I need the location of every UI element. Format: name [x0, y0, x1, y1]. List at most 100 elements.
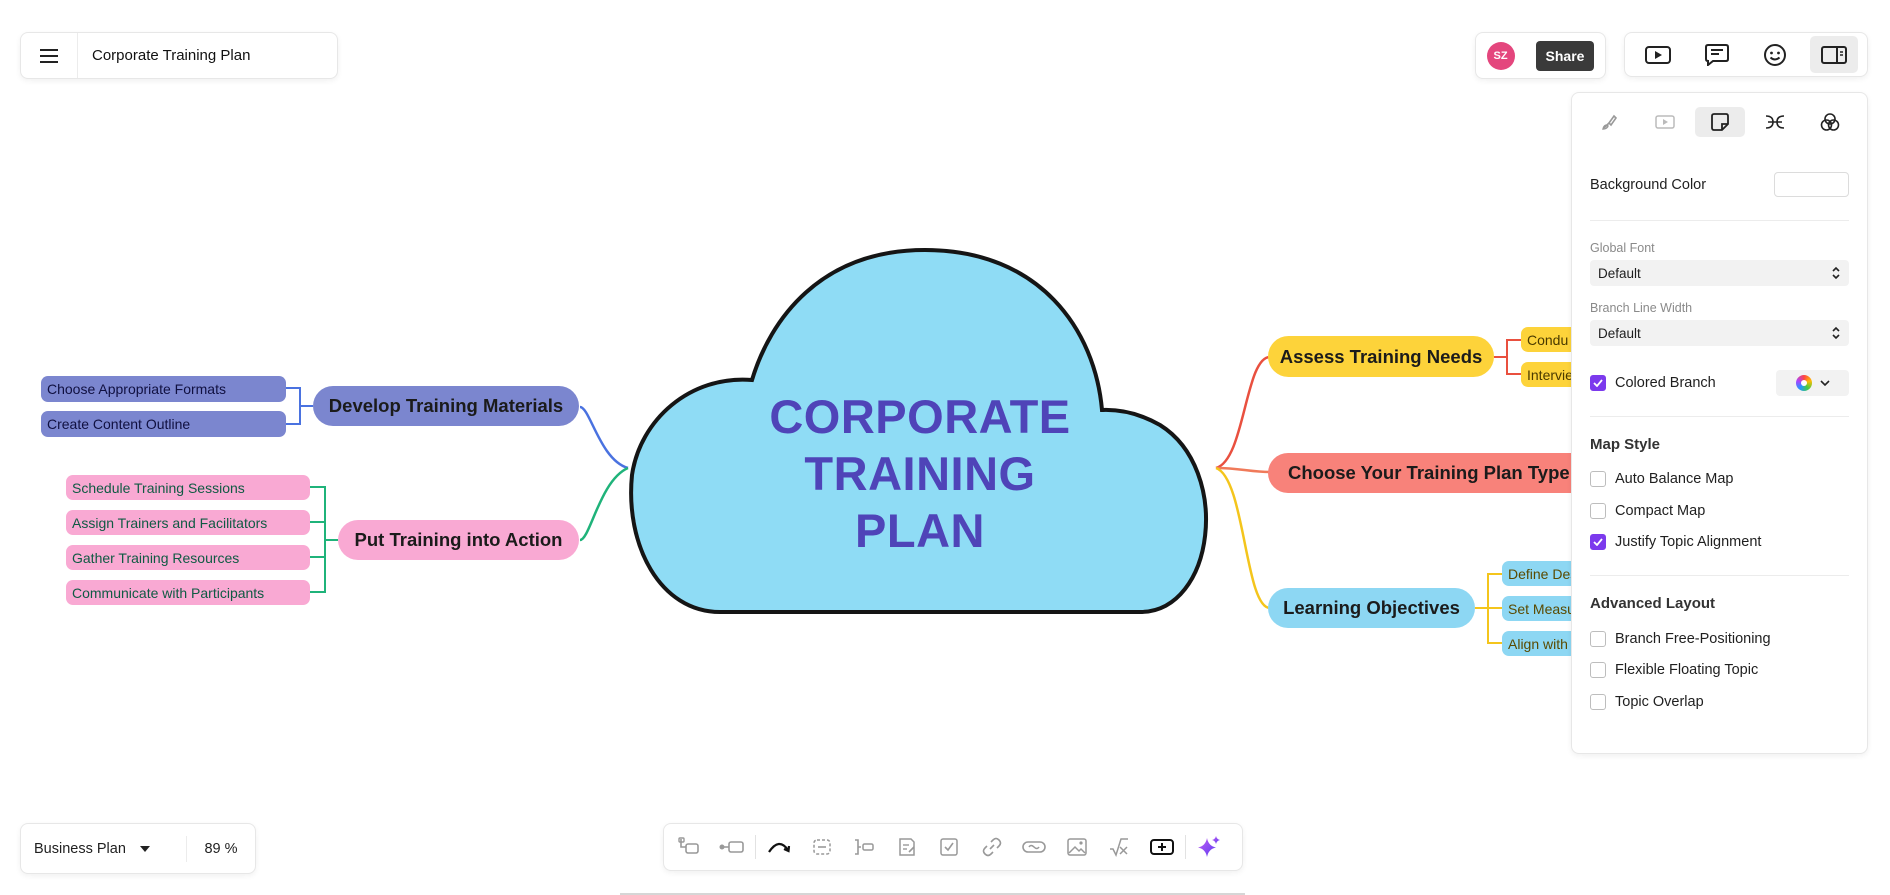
topic-label: Learning Objectives: [1283, 597, 1460, 618]
summary-icon: [855, 839, 874, 855]
map-style-title: Map Style: [1590, 436, 1661, 453]
template-select[interactable]: Business Plan: [21, 835, 187, 862]
panel-toggle-button[interactable]: [1809, 36, 1858, 73]
tab-slideshow[interactable]: [1640, 107, 1690, 137]
auto-balance-map-option[interactable]: Auto Balance Map: [1590, 471, 1734, 487]
compact-map-checkbox[interactable]: [1590, 503, 1606, 519]
colored-branch-option[interactable]: Colored Branch: [1590, 375, 1716, 391]
topic-label: Assess Training Needs: [1279, 345, 1483, 367]
present-button[interactable]: [1634, 36, 1682, 73]
subtopic-label: Condu: [1527, 331, 1569, 348]
emoji-button[interactable]: [1751, 36, 1799, 73]
subtopic-gather-resources[interactable]: Gather Training Resources: [66, 545, 310, 570]
subtopic-schedule-training-sessions[interactable]: Schedule Training Sessions: [66, 475, 310, 500]
outline-button[interactable]: [1693, 36, 1741, 73]
option-label: Justify Topic Alignment: [1615, 534, 1762, 550]
boundary-button[interactable]: [801, 828, 844, 866]
branch-color-picker[interactable]: [1776, 370, 1849, 396]
present-icon: [1645, 45, 1672, 64]
note-button[interactable]: [886, 828, 929, 866]
branch-free-positioning-checkbox[interactable]: [1590, 631, 1606, 647]
insert-child-topic-button[interactable]: [711, 828, 754, 866]
subtopic-create-content-outline[interactable]: Create Content Outline: [41, 411, 286, 437]
tab-canvas-format[interactable]: [1694, 107, 1745, 137]
subtopic-label: Assign Trainers and Facilitators: [72, 514, 268, 531]
top-tools-bar: [1624, 32, 1868, 77]
ai-assist-button[interactable]: [1188, 828, 1231, 866]
connector-assess-subs: [1494, 339, 1521, 375]
image-button[interactable]: [1056, 828, 1099, 866]
topic-label: Develop Training Materials: [328, 395, 564, 416]
topic-choose-training-plan-type[interactable]: Choose Your Training Plan Type: [1268, 453, 1576, 493]
share-bar: SZ Share: [1475, 32, 1606, 79]
subtopic-label: Define Des: [1508, 565, 1577, 582]
central-topic-cloud[interactable]: [629, 247, 1208, 614]
task-checkbox-icon: [940, 838, 958, 856]
justify-topic-alignment-checkbox[interactable]: [1590, 534, 1606, 550]
justify-topic-alignment-option[interactable]: Justify Topic Alignment: [1590, 534, 1761, 550]
topic-develop-training-materials[interactable]: Develop Training Materials: [313, 386, 579, 426]
divider: [1590, 416, 1849, 417]
branch-free-positioning-option[interactable]: Branch Free-Positioning: [1590, 631, 1771, 647]
share-button[interactable]: Share: [1535, 40, 1595, 71]
colored-branch-row: Colored Branch: [1590, 370, 1849, 396]
background-color-label: Background Color: [1590, 176, 1707, 193]
document-bar: Corporate Training Plan: [20, 32, 338, 79]
topic-overlap-option[interactable]: Topic Overlap: [1590, 694, 1704, 710]
connector-develop-subs: [286, 387, 313, 425]
checkmark-icon: [1593, 379, 1603, 387]
bottom-edge-line: [620, 893, 1245, 895]
auto-balance-map-checkbox[interactable]: [1590, 471, 1606, 487]
summary-button[interactable]: [843, 828, 886, 866]
colored-branch-label: Colored Branch: [1615, 375, 1716, 391]
topic-learning-objectives[interactable]: Learning Objectives: [1268, 588, 1475, 628]
topic-put-training-into-action[interactable]: Put Training into Action: [338, 520, 579, 560]
zoom-level[interactable]: 89 %: [204, 840, 238, 857]
rainbow-color-icon: [1795, 375, 1812, 391]
template-name: Business Plan: [34, 840, 126, 857]
tab-theme[interactable]: [1805, 107, 1855, 137]
topic-overlap-checkbox[interactable]: [1590, 694, 1606, 710]
updown-chevron-icon: [1832, 266, 1840, 280]
branch-line-width-select[interactable]: Default: [1590, 320, 1849, 346]
option-label: Branch Free-Positioning: [1615, 631, 1771, 647]
flexible-floating-topic-option[interactable]: Flexible Floating Topic: [1590, 662, 1758, 678]
equation-button[interactable]: [1098, 828, 1141, 866]
subtopic-align-with[interactable]: Align with: [1502, 631, 1577, 656]
panel-tabs: [1572, 93, 1867, 137]
user-avatar[interactable]: SZ: [1486, 41, 1515, 70]
chevron-down-icon: [1819, 380, 1830, 386]
topic-link-button[interactable]: [1013, 828, 1056, 866]
boundary-icon: [813, 839, 831, 855]
hamburger-menu-button[interactable]: [21, 33, 78, 78]
option-label: Flexible Floating Topic: [1615, 662, 1759, 678]
link-icon: [982, 837, 1002, 857]
sticky-note-icon: [1710, 113, 1729, 131]
equation-icon: [1110, 838, 1129, 857]
branch-line-learning: [1215, 466, 1271, 610]
subtopic-define-desired[interactable]: Define Des: [1502, 561, 1577, 586]
subtopic-set-measurable[interactable]: Set Measu: [1502, 596, 1577, 621]
document-title[interactable]: Corporate Training Plan: [92, 47, 251, 64]
subtopic-assign-trainers[interactable]: Assign Trainers and Facilitators: [66, 510, 310, 535]
background-color-swatch[interactable]: [1774, 172, 1849, 197]
compact-map-option[interactable]: Compact Map: [1590, 503, 1705, 519]
central-topic-label[interactable]: CORPORATE TRAINING PLAN: [745, 388, 1095, 559]
global-font-label: Global Font: [1590, 241, 1655, 255]
global-font-select[interactable]: Default: [1590, 260, 1849, 286]
note-icon: [899, 838, 915, 856]
task-button[interactable]: [928, 828, 971, 866]
insert-topic-button[interactable]: [1141, 828, 1184, 866]
tab-structure[interactable]: [1750, 107, 1800, 137]
insert-sibling-topic-button[interactable]: [668, 828, 711, 866]
subtopic-choose-appropriate-formats[interactable]: Choose Appropriate Formats: [41, 376, 286, 402]
flexible-floating-topic-checkbox[interactable]: [1590, 662, 1606, 678]
colored-branch-checkbox[interactable]: [1590, 375, 1606, 391]
link-button[interactable]: [971, 828, 1014, 866]
ai-sparkle-icon: [1198, 836, 1221, 857]
subtopic-communicate-participants[interactable]: Communicate with Participants: [66, 580, 310, 605]
topic-assess-training-needs[interactable]: Assess Training Needs: [1268, 336, 1494, 377]
relationship-button[interactable]: [758, 828, 801, 866]
insert-sibling-topic-icon: [678, 837, 700, 854]
tab-style[interactable]: [1585, 107, 1635, 137]
